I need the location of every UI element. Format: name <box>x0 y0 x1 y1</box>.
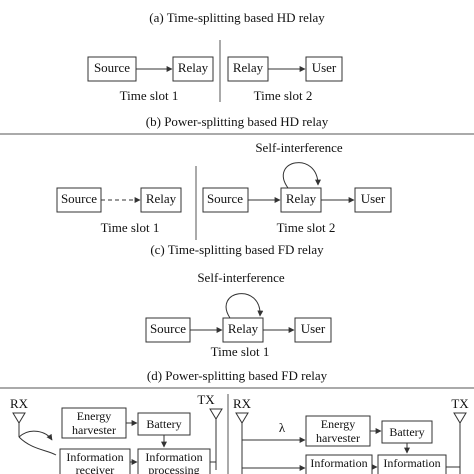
information-processing-box-left <box>137 448 211 474</box>
user-box-a2 <box>305 56 343 82</box>
relay-label-a2: Relay <box>233 60 264 75</box>
rx-antenna-icon-left <box>12 412 26 437</box>
tx-antenna-icon-left <box>209 408 223 470</box>
tx-label-right: TX <box>451 396 469 411</box>
caption-d: (d) Power-splitting based FD relay <box>147 368 328 383</box>
source-label-b1: Source <box>61 191 97 206</box>
time-slot-label-b1: Time slot 1 <box>101 220 160 235</box>
information-receiver-box-left <box>59 448 131 474</box>
information-processing-label1-left: Information <box>145 450 202 464</box>
source-label-c: Source <box>150 321 186 336</box>
source-label-a1: Source <box>94 60 130 75</box>
energy-harvester-box-left <box>61 407 127 439</box>
self-interference-label-b: Self-interference <box>255 140 343 155</box>
rx-antenna-icon-right <box>235 412 249 474</box>
relay-label-a1: Relay <box>178 60 209 75</box>
information-receiver-label2-left: receiver <box>76 463 115 474</box>
battery-label-left: Battery <box>146 417 181 431</box>
battery-label-right: Battery <box>389 425 424 439</box>
user-box-b2 <box>354 187 392 213</box>
information-receiver-label-right: Information <box>310 456 367 470</box>
harvester-label-left: harvester <box>72 423 116 437</box>
information-processing-box-right <box>377 454 447 474</box>
relay-label-c: Relay <box>228 321 259 336</box>
caption-c: (c) Time-splitting based FD relay <box>150 242 324 257</box>
lambda-label-right: λ <box>279 420 286 435</box>
source-label-b2: Source <box>207 191 243 206</box>
user-label-c: User <box>301 321 326 336</box>
caption-b: (b) Power-splitting based HD relay <box>146 114 329 129</box>
time-slot-label-a1: Time slot 1 <box>120 88 179 103</box>
source-box-a1 <box>87 56 137 82</box>
tx-label-left: TX <box>197 392 215 407</box>
time-slot-label-b2: Time slot 2 <box>277 220 336 235</box>
relay-box-a1 <box>172 56 214 82</box>
caption-a: (a) Time-splitting based HD relay <box>149 10 325 25</box>
relay-box-c <box>222 317 264 343</box>
self-interference-loop-c <box>225 293 264 319</box>
relay-label-b1: Relay <box>146 191 177 206</box>
relay-box-b2 <box>280 187 322 213</box>
energy-label-left: Energy <box>77 409 111 423</box>
rx-split-curve-left <box>18 436 57 456</box>
user-box-c <box>294 317 332 343</box>
information-processing-label-right: Information <box>383 456 440 470</box>
time-slot-label-a2: Time slot 2 <box>254 88 313 103</box>
self-interference-label-c: Self-interference <box>197 270 285 285</box>
rx-split-arrow-left <box>18 430 53 441</box>
energy-harvester-box-right <box>305 415 371 447</box>
user-label-b2: User <box>361 191 386 206</box>
energy-label-right: Energy <box>321 417 355 431</box>
information-processing-label2-left: processing <box>148 463 199 474</box>
self-interference-loop-b <box>282 162 321 189</box>
tx-antenna-icon-right <box>453 412 467 474</box>
relay-box-a2 <box>227 56 269 82</box>
information-receiver-label1-left: Information <box>66 450 123 464</box>
harvester-label-right: harvester <box>316 431 360 445</box>
user-label-a2: User <box>312 60 337 75</box>
rx-label-right: RX <box>233 396 252 411</box>
time-slot-label-c: Time slot 1 <box>211 344 270 359</box>
rx-label-left: RX <box>10 396 29 411</box>
source-box-b2 <box>202 187 249 213</box>
relay-box-b1 <box>140 187 182 213</box>
relay-label-b2: Relay <box>286 191 317 206</box>
